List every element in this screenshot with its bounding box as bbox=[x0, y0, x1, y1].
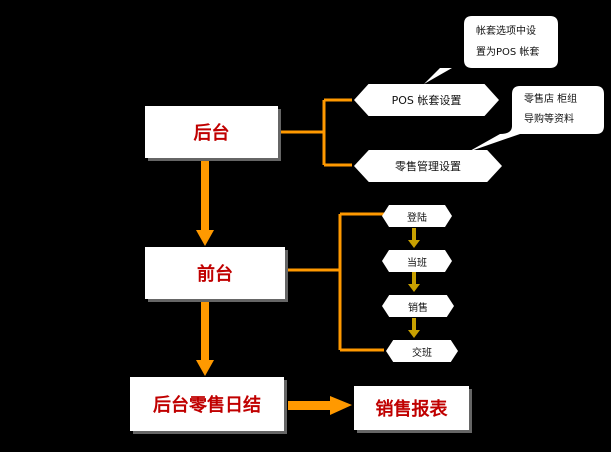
pos-callout-bubble bbox=[424, 16, 558, 84]
retail-callout-line-1: 零售店 柜组 bbox=[524, 94, 578, 105]
step-sales: 销售 bbox=[382, 295, 454, 317]
retail-callout-bubble bbox=[468, 86, 604, 152]
backend-to-frontend-arrow bbox=[196, 160, 214, 246]
backend-box: 后台 bbox=[145, 106, 278, 158]
pos-account-setting: POS 帐套设置 bbox=[354, 84, 499, 116]
sales-report-box: 销售报表 bbox=[354, 386, 469, 430]
step-login: 登陆 bbox=[382, 205, 452, 227]
daily-close-box: 后台零售日结 bbox=[130, 377, 284, 431]
retail-mgmt-setting: 零售管理设置 bbox=[354, 150, 502, 182]
step-arrow-2 bbox=[408, 272, 420, 292]
step-arrow-1 bbox=[408, 228, 420, 248]
step-arrow-3 bbox=[408, 318, 420, 338]
frontend-box: 前台 bbox=[145, 247, 285, 299]
frontend-bracket bbox=[287, 212, 384, 352]
pos-callout-line-2: 置为POS 帐套 bbox=[476, 47, 540, 58]
step-handover: 交班 bbox=[386, 340, 458, 362]
backend-bracket bbox=[280, 98, 352, 167]
step-on-duty: 当班 bbox=[382, 250, 452, 272]
pos-callout-line-1: 帐套选项中设 bbox=[476, 26, 536, 37]
dailyclose-to-report-arrow bbox=[288, 396, 352, 415]
retail-callout-line-2: 导购等资料 bbox=[524, 114, 574, 125]
frontend-to-dailyclose-arrow bbox=[196, 300, 214, 376]
